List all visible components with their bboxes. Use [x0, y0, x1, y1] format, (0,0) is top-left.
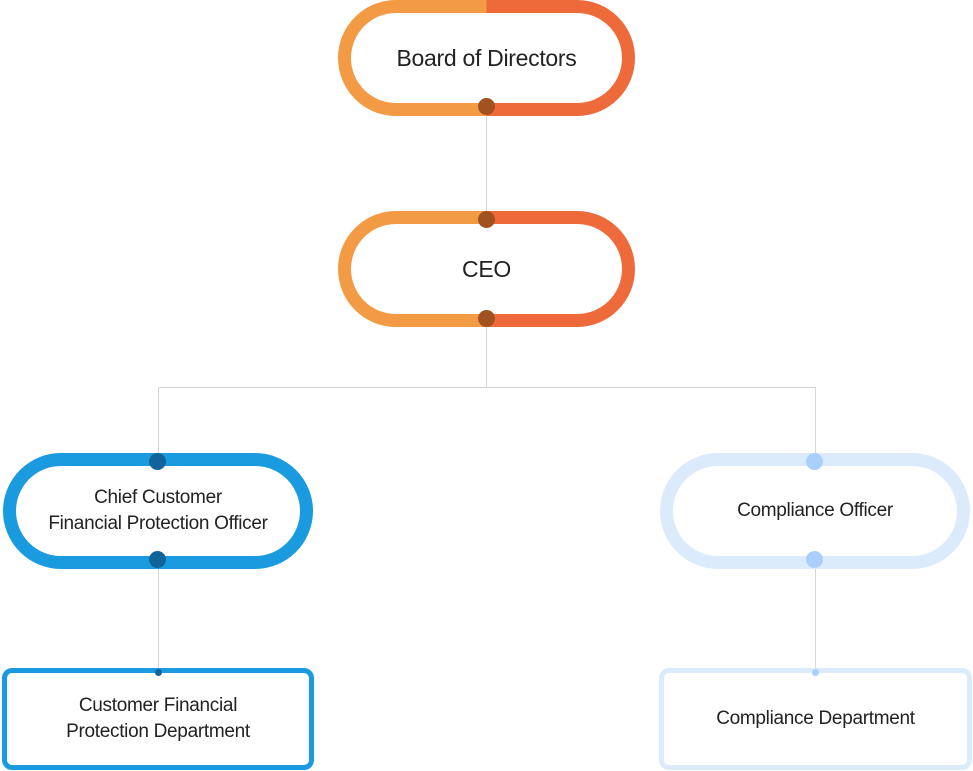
cfp-department-label: Customer Financial Protection Department [66, 695, 250, 742]
compliance-department-node: Compliance Department [659, 668, 972, 770]
board-of-directors-label: Board of Directors [396, 44, 577, 71]
compliance-officer-top-connector-dot [806, 453, 823, 470]
cfp-department-connector-dot [155, 669, 162, 676]
connector-compliance-to-department [815, 560, 816, 672]
compliance-department-label: Compliance Department [716, 708, 915, 729]
ceo-node: CEO [338, 211, 635, 327]
cfp-department-node: Customer Financial Protection Department [2, 668, 314, 770]
compliance-department-connector-dot [812, 669, 819, 676]
ceo-top-connector-dot [478, 211, 495, 228]
chief-officer-top-connector-dot [149, 453, 166, 470]
compliance-officer-bottom-connector-dot [806, 551, 823, 568]
connector-to-chief-officer [158, 387, 159, 462]
chief-officer-bottom-connector-dot [149, 551, 166, 568]
ceo-bottom-connector-dot [478, 310, 495, 327]
compliance-officer-label: Compliance Officer [737, 500, 893, 521]
connector-horizontal [158, 387, 816, 388]
connector-chief-to-department [158, 560, 159, 672]
connector-board-ceo [486, 106, 487, 220]
connector-ceo-down [486, 318, 487, 388]
connector-to-compliance-officer [815, 387, 816, 462]
board-bottom-connector-dot [478, 98, 495, 115]
board-of-directors-node: Board of Directors [338, 0, 635, 116]
ceo-label: CEO [462, 255, 511, 282]
chief-officer-label: Chief Customer Financial Protection Offi… [48, 487, 268, 534]
